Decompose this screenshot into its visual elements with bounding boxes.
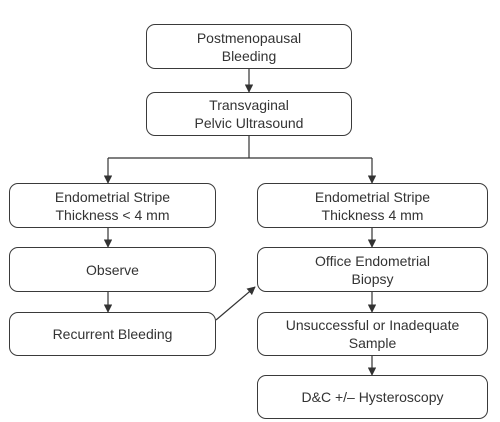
node-dc-hysteroscopy-label: D&C +/– Hysteroscopy bbox=[301, 389, 444, 405]
node-postmenopausal-bleeding: Postmenopausal Bleeding bbox=[146, 24, 352, 69]
node-dc-hysteroscopy: D&C +/– Hysteroscopy bbox=[257, 375, 488, 419]
node-stripe-lt-4mm-label: Endometrial Stripe Thickness < 4 mm bbox=[54, 188, 171, 223]
node-postmenopausal-bleeding-label: Postmenopausal Bleeding bbox=[196, 29, 302, 64]
node-stripe-ge-4mm: Endometrial Stripe Thickness 4 mm bbox=[257, 183, 488, 228]
arrow-recurrent-to-biopsy bbox=[215, 286, 256, 321]
node-observe: Observe bbox=[9, 247, 216, 292]
node-observe-label: Observe bbox=[86, 261, 139, 278]
node-stripe-lt-4mm: Endometrial Stripe Thickness < 4 mm bbox=[9, 183, 216, 228]
node-office-biopsy: Office Endometrial Biopsy bbox=[257, 247, 488, 292]
node-recurrent-bleeding: Recurrent Bleeding bbox=[9, 312, 216, 356]
node-unsuccessful-sample-label: Unsuccessful or Inadequate Sample bbox=[285, 317, 460, 351]
node-transvaginal-ultrasound-label: Transvaginal Pelvic Ultrasound bbox=[194, 97, 304, 131]
node-unsuccessful-sample: Unsuccessful or Inadequate Sample bbox=[257, 312, 488, 356]
node-stripe-ge-4mm-label: Endometrial Stripe Thickness 4 mm bbox=[314, 188, 431, 223]
node-recurrent-bleeding-label: Recurrent Bleeding bbox=[52, 326, 173, 342]
node-office-biopsy-label: Office Endometrial Biopsy bbox=[315, 252, 430, 287]
node-transvaginal-ultrasound: Transvaginal Pelvic Ultrasound bbox=[146, 92, 352, 136]
